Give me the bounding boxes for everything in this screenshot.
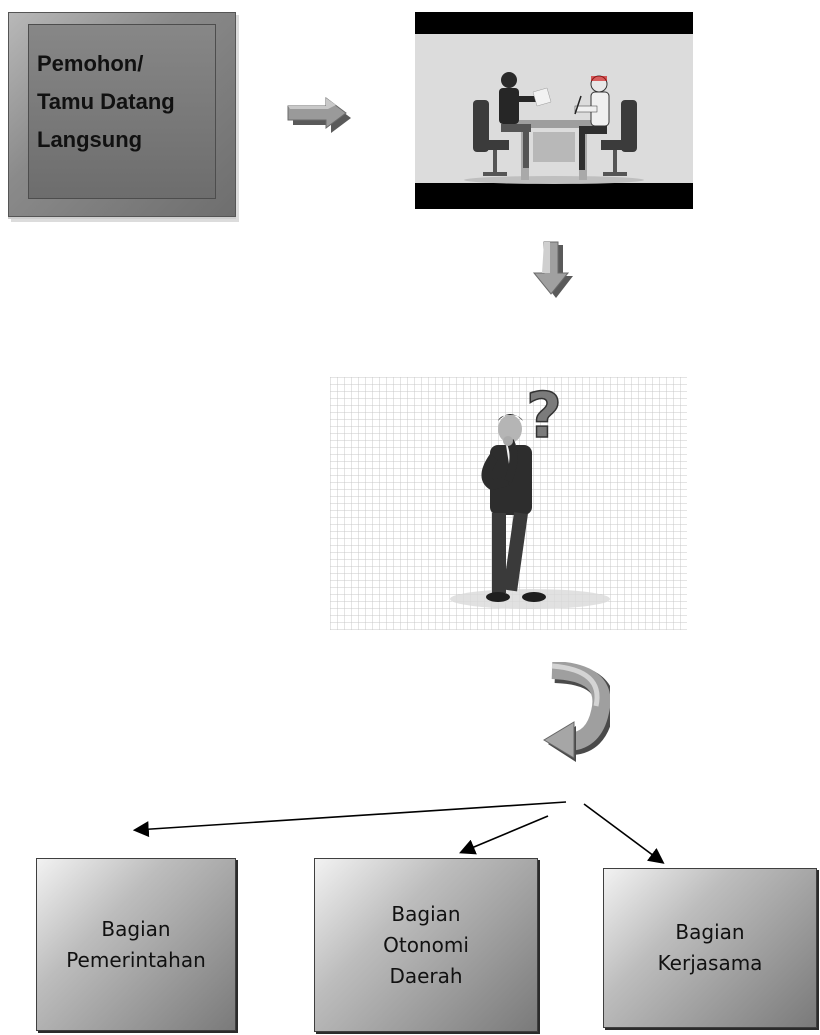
arrow-to-otonomi bbox=[459, 815, 549, 855]
curved-arrow-icon bbox=[543, 662, 610, 762]
right-arrow-icon bbox=[287, 97, 351, 133]
start-label-line-3: Langsung bbox=[37, 127, 143, 152]
start-label-line-1: Pemohon/ bbox=[37, 51, 144, 76]
dept-box-kerjasama: Bagian Kerjasama bbox=[603, 868, 817, 1028]
arrow-to-pemerintahan bbox=[132, 801, 567, 838]
dept-box-otonomi-daerah: Bagian Otonomi Daerah bbox=[314, 858, 538, 1032]
thinking-man-illustration: ? bbox=[330, 377, 687, 630]
dept-label-otonomi-daerah: Bagian Otonomi Daerah bbox=[383, 901, 469, 988]
thinking-man-icon: ? bbox=[330, 377, 687, 630]
dept-box-pemerintahan: Bagian Pemerintahan bbox=[36, 858, 236, 1031]
arrow-to-kerjasama bbox=[583, 803, 665, 864]
start-box: Pemohon/ Tamu Datang Langsung bbox=[8, 12, 236, 219]
meeting-scene-icon bbox=[415, 34, 693, 184]
start-label: Pemohon/ Tamu Datang Langsung bbox=[37, 45, 237, 159]
svg-text:?: ? bbox=[526, 379, 562, 452]
down-arrow-icon bbox=[532, 241, 573, 298]
start-box-inner: Pemohon/ Tamu Datang Langsung bbox=[28, 24, 216, 199]
dept-label-kerjasama: Bagian Kerjasama bbox=[657, 920, 763, 975]
meeting-illustration bbox=[415, 12, 693, 209]
branch-arrows bbox=[132, 801, 665, 864]
start-label-line-2: Tamu Datang bbox=[37, 89, 175, 114]
dept-label-pemerintahan: Bagian Pemerintahan bbox=[66, 916, 206, 972]
